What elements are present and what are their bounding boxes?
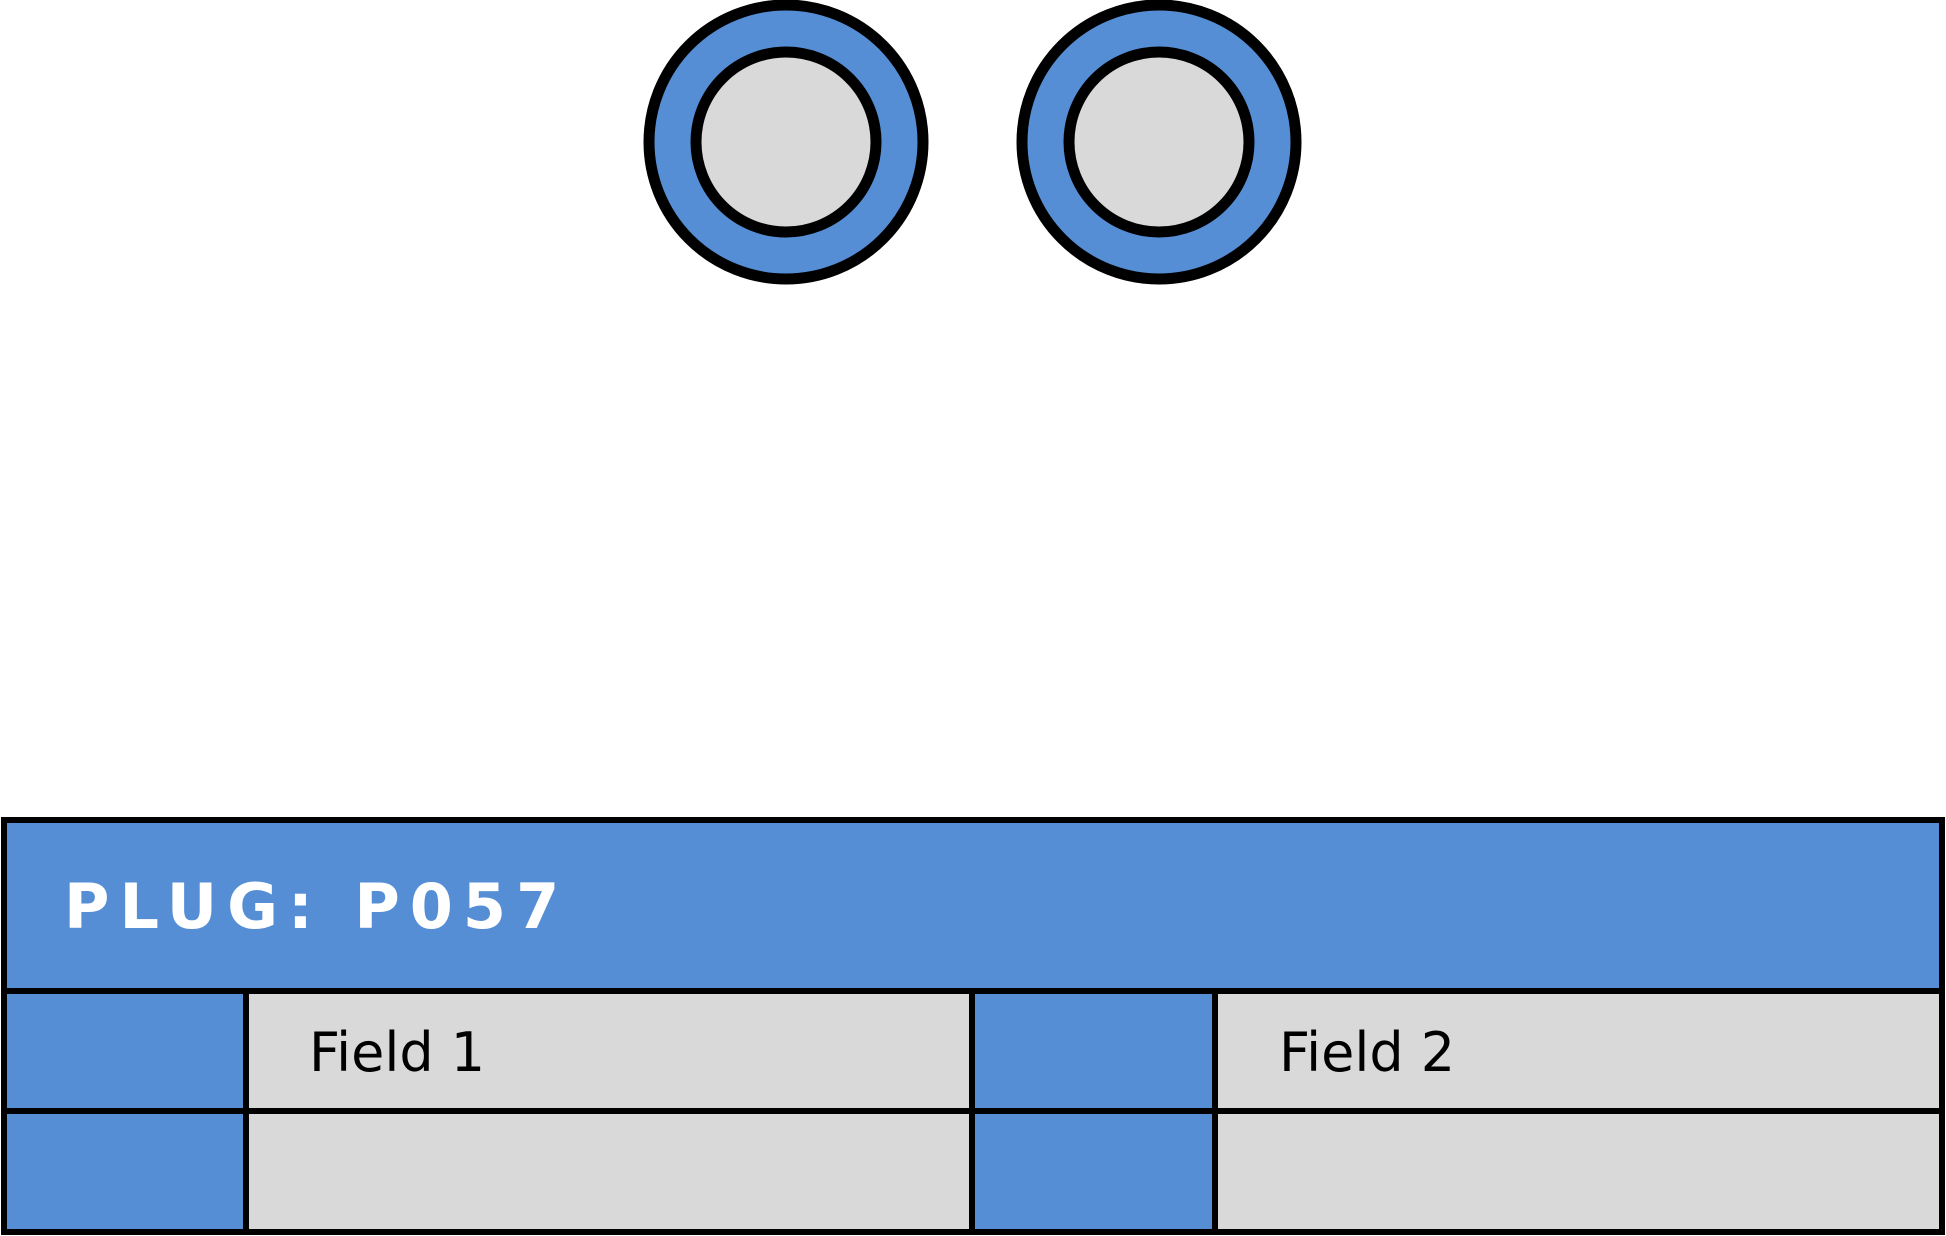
pin-1-inner-contact: [690, 46, 882, 238]
field-1-label: Field 1: [309, 1021, 485, 1084]
pin-1: [643, 0, 929, 285]
plug-title: PLUG: P057: [64, 870, 569, 943]
row-2-label-cell-a: [1, 1108, 249, 1235]
row-1-label-cell-b: [969, 988, 1218, 1114]
row-2-field-1-cell: [243, 1108, 975, 1235]
row-1-label-cell-a: [1, 988, 249, 1114]
pin-2: [1016, 0, 1302, 285]
connector-pins: [643, 0, 1302, 285]
row-1-field-2-cell: [1212, 988, 1945, 1114]
row-2-field-2-cell: [1212, 1108, 1945, 1235]
row-2-label-cell-b: [969, 1108, 1218, 1235]
plug-table: PLUG: P057 Field 1 Field 2: [1, 817, 1945, 1235]
table-row-2: [1, 1108, 1945, 1235]
table-row-1: Field 1 Field 2: [1, 988, 1945, 1114]
pin-2-inner-contact: [1063, 46, 1255, 238]
field-2-label: Field 2: [1279, 1021, 1455, 1084]
